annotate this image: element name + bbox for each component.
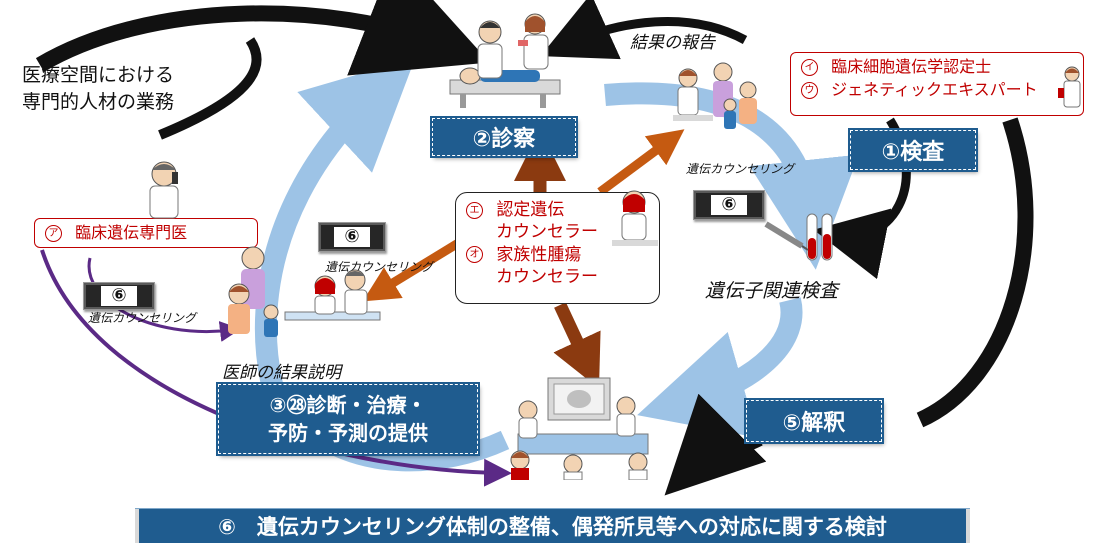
role-clinical-geneticist: ア 臨床遺伝専門医 [34,218,258,248]
conference-illustration [510,377,649,480]
black-arrow-result-report [540,0,748,60]
shinsatsu-label: ②診察 [472,127,536,152]
purple-arrow-geneticist-to-counseling [87,257,241,342]
role-genetic-expert: ウ ジェネティックエキスパート [801,78,1073,101]
circled-e: エ [466,201,483,219]
kaishaku-label: ⑤解釈 [782,411,846,436]
circled-u: ウ [801,82,818,100]
kensa-label: ①検査 [881,140,945,165]
label-ishi-setsumei: 医師の結果説明 [222,363,341,383]
teikyo-box: ③㉘診断・治療・ 予防・予測の提供 [216,382,480,456]
black-arrow-left-swoop [158,37,262,140]
label-idenshi-kensa: 遺伝子関連検査 [705,280,839,302]
blue-arrow-kensa-to-analysis [637,297,803,438]
badge-six-center-left: ⑥ [318,222,386,252]
brown-arrow-to-analysis [553,302,601,389]
label-kekka-houkoku: 結果の報告 [630,33,715,53]
role-cytogenetic-technologist: イ 臨床細胞遺伝学認定士 [801,55,1073,78]
doctor-phone-illustration [149,161,179,219]
genetic-expert-text: ジェネティックエキスパート [831,80,1038,100]
counselor-box: エ 認定遺伝 カウンセラー オ 家族性腫瘍 カウンセラー [455,192,660,304]
kaishaku-box: ⑤解釈 [744,398,884,444]
black-arrow-right-big-loop [916,117,1034,428]
bottom-banner-text: ⑥ 遺伝カウンセリング体制の整備、偶発所見等への対応に関する検討 [218,515,887,539]
top-left-title: 医療空間における 専門的人材の業務 [22,62,174,115]
cytogenetic-technologist-text: 臨床細胞遺伝学認定士 [831,57,992,76]
clinical-geneticist-text: 臨床遺伝専門医 [75,223,188,242]
shinsatsu-box: ②診察 [430,116,578,158]
teikyo-line2: 予防・予測の提供 [268,421,428,445]
genetic-counselor-line1: エ 認定遺伝 [466,199,649,221]
tumor-counselor-text: 家族性腫瘍 [496,244,582,265]
tumor-counselor-line1: オ 家族性腫瘍 [466,244,649,266]
orange-arrow-to-left-counseling [362,238,463,302]
circled-a: ア [45,225,62,242]
tumor-counselor-line2: カウンセラー [496,267,598,288]
test-tube-illustration [764,213,833,261]
exam-illustration [449,13,561,108]
family-counseling-illustration-right [673,62,757,129]
role-cytogenetics-box: イ 臨床細胞遺伝学認定士 ウ ジェネティックエキスパート [790,52,1084,116]
badge-six-center-left-text: ⑥ [334,227,370,247]
kensa-box: ①検査 [848,128,978,172]
counselor-mini-illustration [1058,66,1081,108]
genetic-counselor-line2: カウンセラー [496,222,598,243]
circled-i: イ [801,59,818,76]
top-left-title-line2: 専門的人材の業務 [22,90,175,113]
badge-six-right-text: ⑥ [711,195,747,215]
genetic-counselor-text: 認定遺伝 [496,200,565,220]
circled-o: オ [466,246,483,264]
badge-six-left: ⑥ [83,282,155,310]
bottom-banner: ⑥ 遺伝カウンセリング体制の整備、偶発所見等への対応に関する検討 [135,508,970,543]
badge-six-left-text: ⑥ [101,286,137,306]
black-arrow-top-left [35,0,490,76]
badge-six-right: ⑥ [693,190,765,220]
top-left-title-line1: 医療空間における [22,64,175,86]
counselor-center-illustration [612,190,658,246]
family-counseling-illustration-left [228,246,381,337]
teikyo-line1: ③㉘診断・治療・ [269,393,427,417]
label-counseling-left: 遺伝カウンセリング [88,311,197,325]
label-counseling-right: 遺伝カウンセリング [686,162,795,176]
black-arrow-kaishaku-to-analysis [664,393,767,496]
orange-arrow-to-right-counseling [597,129,685,196]
